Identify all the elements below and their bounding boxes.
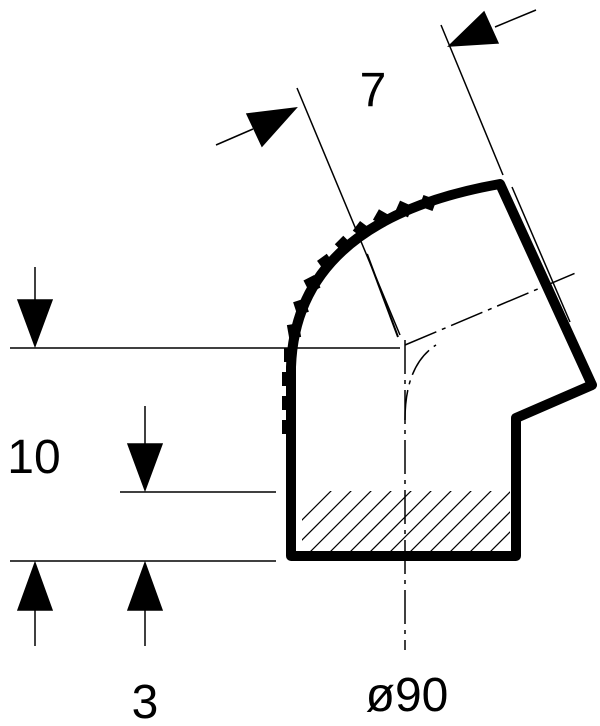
extension-lines [10, 24, 571, 562]
base-hatching [302, 491, 510, 557]
dimension-label-7: 7 [360, 64, 387, 117]
dimension-label-diameter: ø90 [366, 669, 449, 722]
dimension-label-3: 3 [132, 676, 159, 726]
center-lines [404, 271, 579, 650]
dimension-label-10: 10 [7, 431, 60, 484]
dimension-arrows [16, 9, 537, 646]
socket-top-line [499, 183, 511, 201]
ribs-outer-curve [282, 194, 437, 434]
